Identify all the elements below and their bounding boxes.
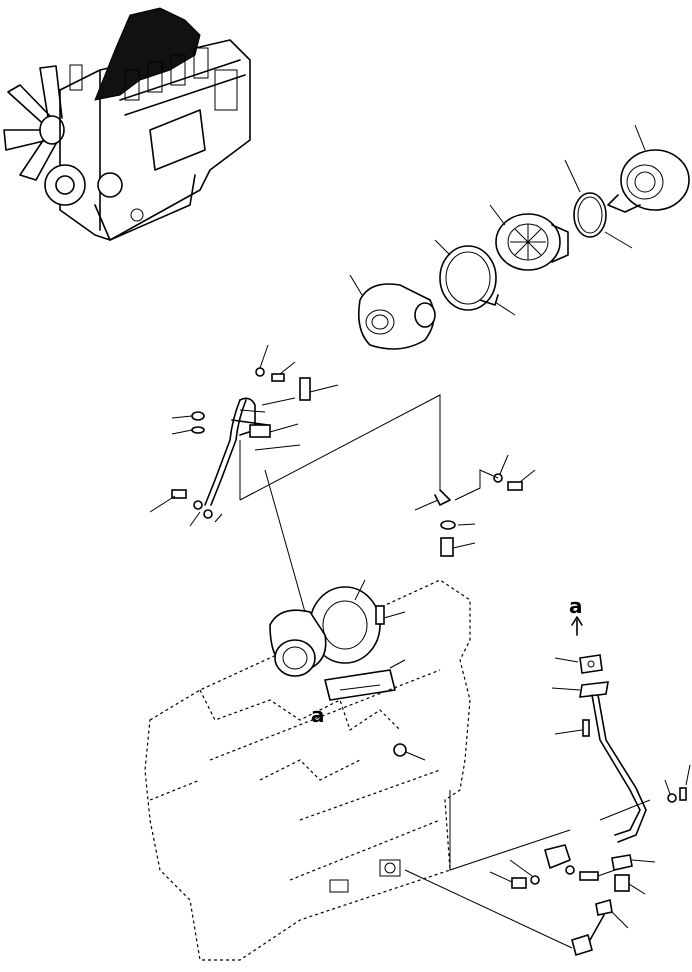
clamp-ring-small	[564, 159, 633, 249]
exhaust-manifold-shaded	[94, 7, 201, 101]
callout-a-top-label: a	[569, 594, 583, 618]
center-cartridge	[489, 204, 569, 271]
fan-icon	[3, 65, 65, 181]
callout-a-bottom-label: a	[311, 703, 325, 727]
bracket-assembly	[239, 394, 536, 557]
turbine-housing	[349, 274, 436, 350]
v-band-clamp	[434, 239, 516, 316]
engine-block-outline	[144, 579, 471, 961]
oil-drain-pipe-assembly: a	[404, 594, 691, 957]
compressor-housing	[607, 124, 690, 213]
oil-feed-tube-assembly	[149, 344, 339, 527]
turbocharger-assembly	[264, 469, 426, 761]
engine-overview-thumbnail	[3, 7, 251, 241]
